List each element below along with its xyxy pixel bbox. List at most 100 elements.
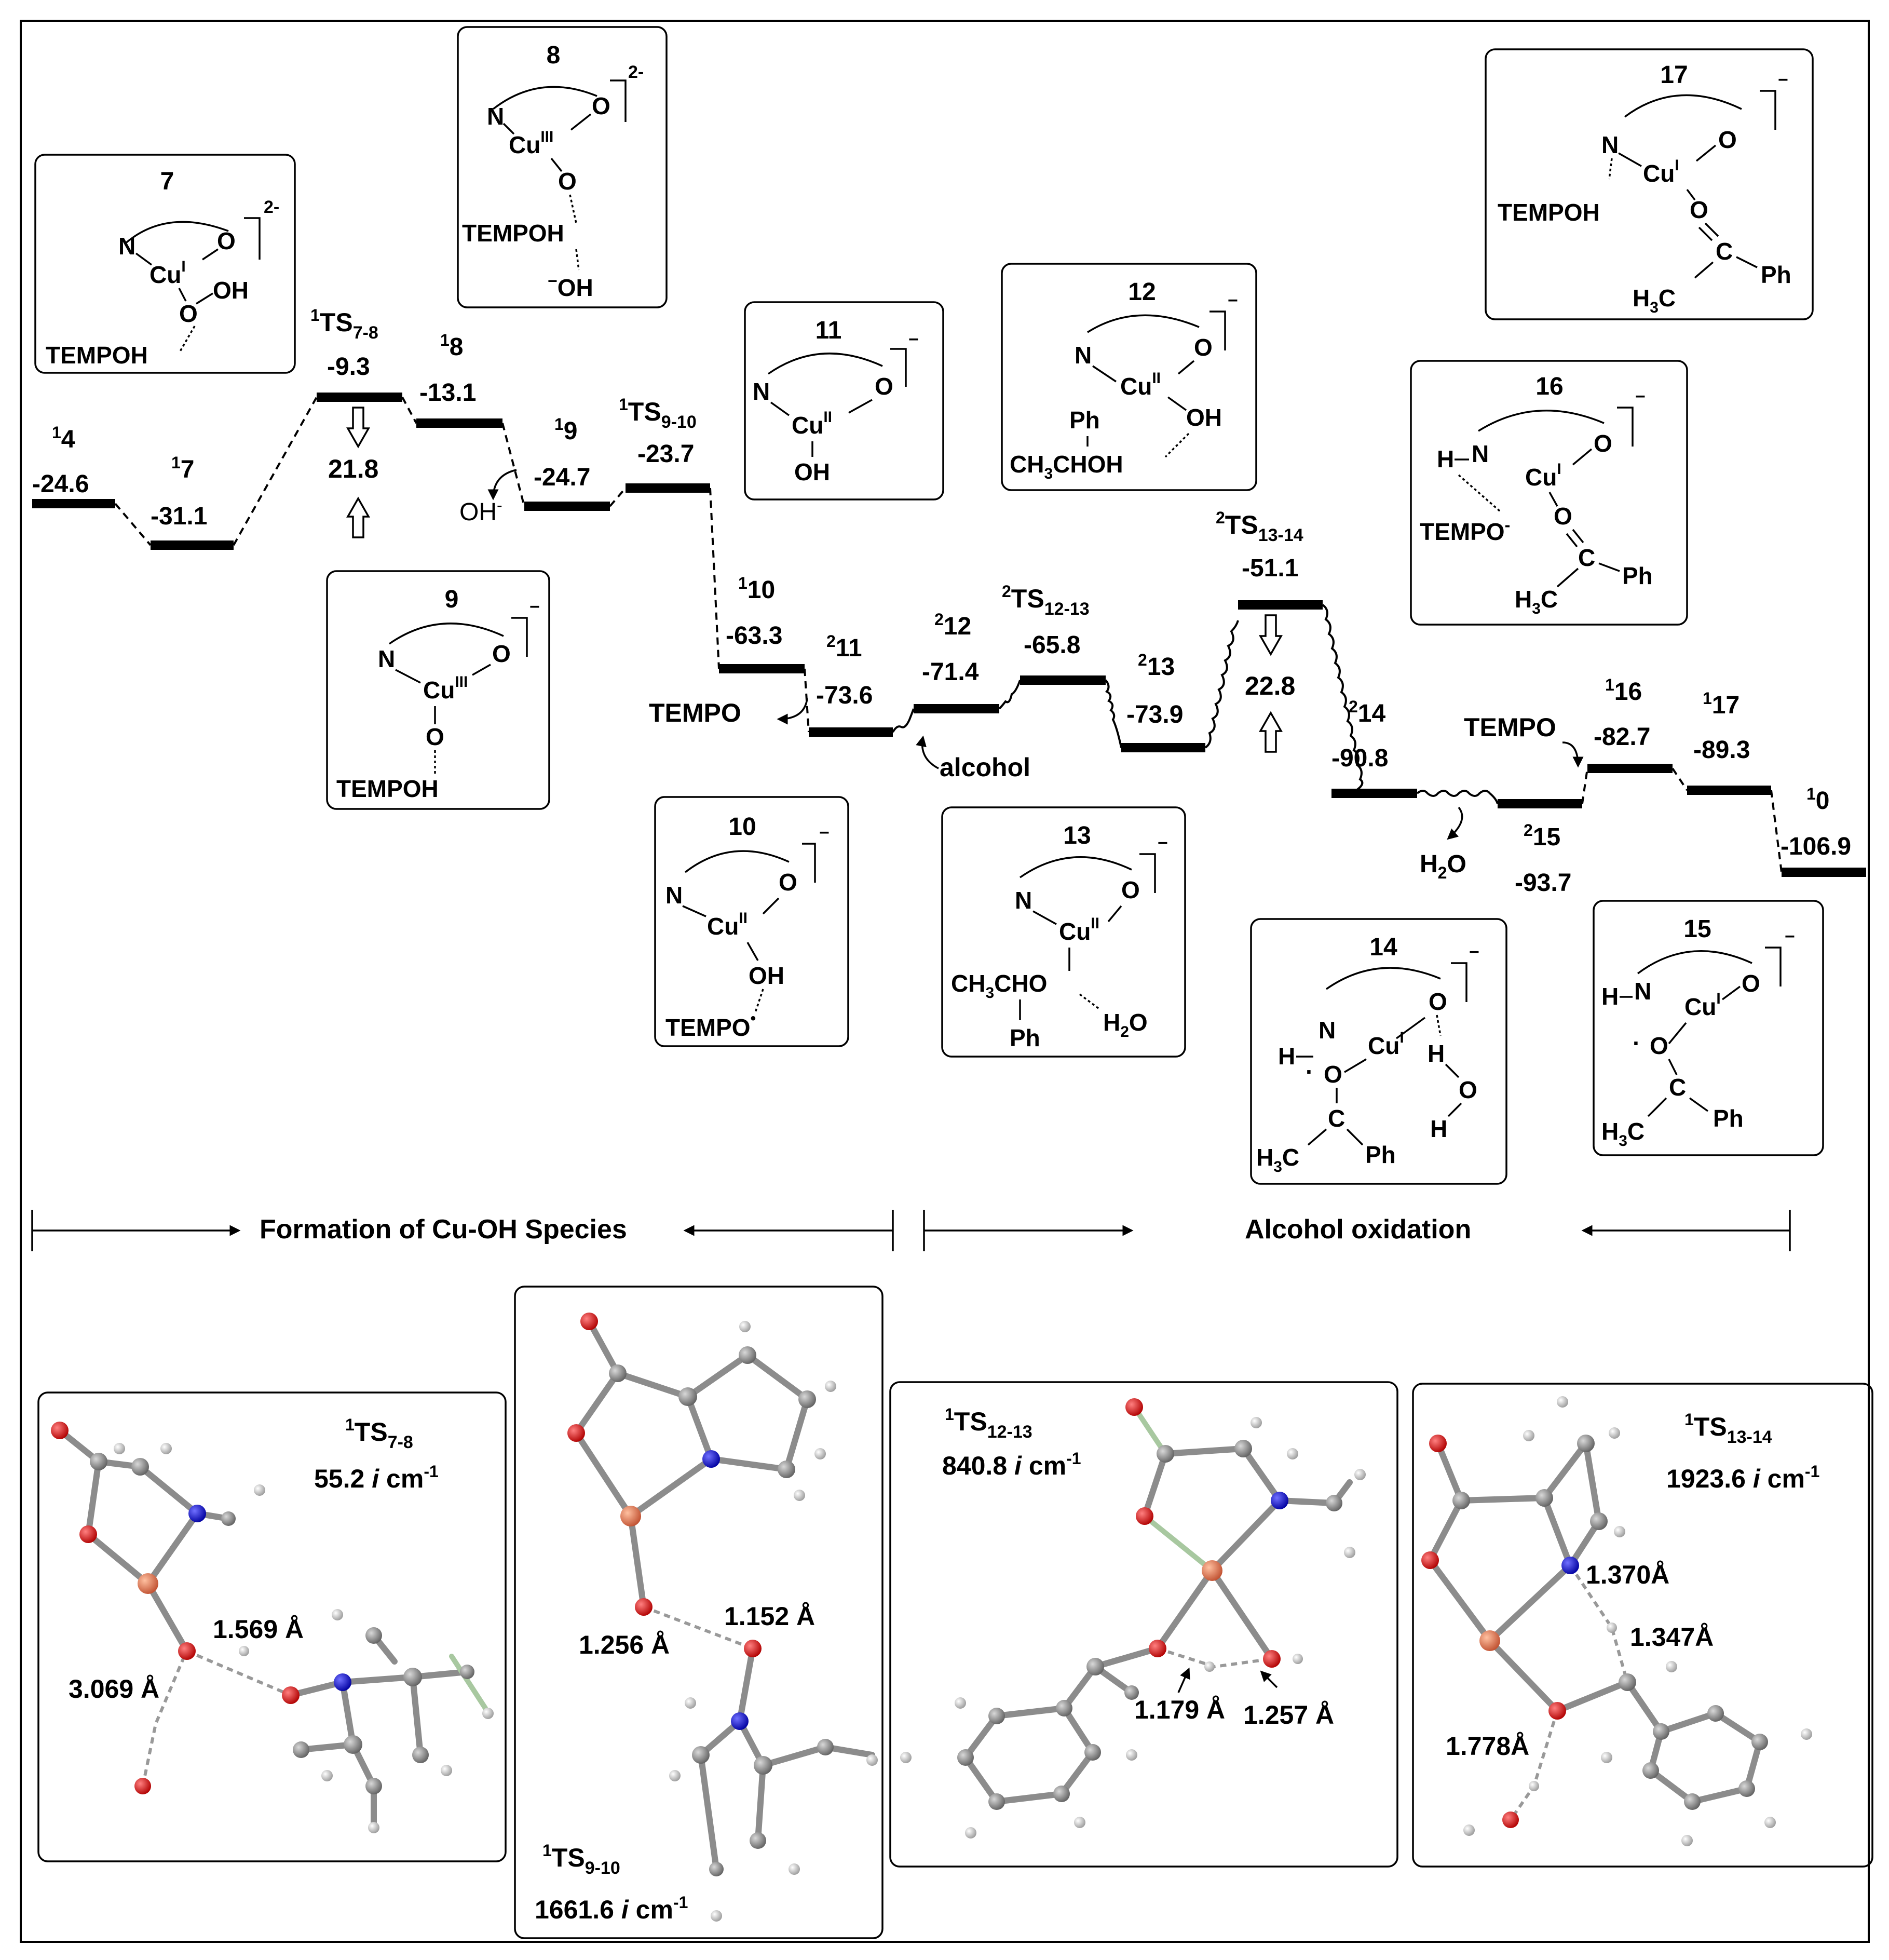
- svg-text:1.569 Å: 1.569 Å: [213, 1615, 304, 1644]
- svg-text:O: O: [426, 723, 444, 750]
- label-17: 117: [1703, 689, 1739, 719]
- svg-text:C: C: [1716, 238, 1733, 265]
- barrier-1: 21.8: [328, 454, 378, 483]
- level-labels: 14 -24.6 17 -31.1 1TS7-8 -9.3 18 -13.1 1…: [32, 306, 1851, 897]
- svg-text:N: N: [1015, 887, 1032, 914]
- oh-label: OH-: [459, 496, 502, 526]
- oh-release-arrow-icon: [487, 469, 517, 501]
- geometry-ts78: 1TS7-8 55.2 i cm-1: [37, 1391, 507, 1862]
- energy-15: -93.7: [1515, 869, 1571, 897]
- svg-text:CuII: CuII: [792, 409, 832, 439]
- svg-text:N: N: [1319, 1017, 1336, 1044]
- svg-text:H2O: H2O: [1103, 1009, 1148, 1040]
- structure-17: 17 − N O CuI TEMPOH O C H3C Ph: [1485, 48, 1814, 320]
- svg-text:2-: 2-: [628, 62, 644, 82]
- svg-text:H3C: H3C: [1601, 1118, 1645, 1150]
- svg-text:1.256 Å: 1.256 Å: [579, 1630, 670, 1659]
- svg-text:1TS12-13: 1TS12-13: [945, 1405, 1032, 1442]
- svg-text:CuII: CuII: [1120, 370, 1161, 400]
- svg-text:840.8 i cm-1: 840.8 i cm-1: [942, 1449, 1081, 1480]
- label-0: 10: [1806, 785, 1830, 815]
- label-8: 18: [440, 331, 464, 361]
- label-9: 19: [554, 415, 578, 445]
- label-ts910: 1TS9-10: [619, 395, 697, 432]
- svg-text:−: −: [529, 597, 540, 617]
- svg-text:O: O: [1650, 1032, 1668, 1059]
- copper-atom-icon: [138, 1573, 158, 1594]
- svg-text:O: O: [1594, 430, 1612, 457]
- svg-text:Ph: Ph: [1365, 1141, 1396, 1168]
- oxygen-atom-icon: [51, 1422, 69, 1439]
- structure-10: 10 − N O CuII OH TEMPO•: [654, 796, 849, 1047]
- svg-text:O: O: [779, 869, 797, 896]
- svg-text:12: 12: [1128, 278, 1156, 306]
- energy-ts910: -23.7: [637, 440, 694, 468]
- energy-12: -71.4: [922, 658, 979, 686]
- svg-text:2-: 2-: [264, 197, 279, 217]
- svg-text:55.2 i cm-1: 55.2 i cm-1: [314, 1462, 439, 1493]
- svg-text:1.347Å: 1.347Å: [1630, 1623, 1714, 1652]
- svg-text:H3C: H3C: [1633, 285, 1676, 316]
- label-ts1213: 2TS12-13: [1002, 582, 1090, 619]
- svg-text:N: N: [1075, 342, 1092, 369]
- structure-12: 12 − N O CuII OH Ph CH3CHOH: [1001, 263, 1257, 491]
- energy-14: -90.8: [1331, 745, 1388, 772]
- svg-text:Ph: Ph: [1761, 261, 1791, 288]
- section-right-title: Alcohol oxidation: [1245, 1214, 1471, 1245]
- svg-text:CH3CHO: CH3CHO: [951, 970, 1047, 1002]
- svg-text:O: O: [875, 373, 893, 400]
- structure-15: 15 − H N O CuI · O C H3C Ph: [1593, 900, 1824, 1156]
- energy-11: -73.6: [816, 682, 873, 709]
- svg-text:O: O: [1742, 970, 1760, 997]
- svg-text:OH: OH: [1186, 404, 1222, 431]
- svg-text:Ph: Ph: [1622, 562, 1653, 589]
- svg-text:O: O: [492, 640, 511, 667]
- energy-7: -31.1: [151, 503, 207, 530]
- svg-text:N: N: [1634, 978, 1651, 1005]
- svg-text:·: ·: [1633, 1030, 1640, 1057]
- up-arrow-icon: [346, 496, 371, 538]
- svg-text:CH3CHOH: CH3CHOH: [1010, 451, 1123, 482]
- svg-text:9: 9: [445, 586, 459, 613]
- energy-levels: [32, 393, 1866, 877]
- svg-text:−: −: [1778, 70, 1788, 90]
- svg-text:O: O: [1121, 876, 1140, 903]
- svg-text:O: O: [1429, 988, 1447, 1015]
- svg-text:1.179 Å: 1.179 Å: [1134, 1695, 1225, 1724]
- tempo-in-label: TEMPO: [1464, 713, 1556, 742]
- svg-text:CuI: CuI: [1684, 990, 1721, 1020]
- svg-text:CuII: CuII: [1059, 915, 1099, 945]
- svg-text:1TS9-10: 1TS9-10: [542, 1841, 620, 1878]
- structure-16: 16 − H N O CuI TEMPO- O C H3C Ph: [1410, 360, 1688, 626]
- svg-text:O: O: [1194, 334, 1213, 361]
- energy-8: -13.1: [419, 379, 476, 407]
- energy-ts78: -9.3: [327, 353, 370, 381]
- svg-text:O: O: [1690, 196, 1708, 223]
- energy-9: -24.7: [534, 464, 590, 491]
- energy-ts1213: -65.8: [1024, 631, 1080, 659]
- svg-text:TEMPOH: TEMPOH: [336, 775, 439, 802]
- label-16: 116: [1605, 675, 1642, 706]
- svg-text:1.370Å: 1.370Å: [1586, 1560, 1669, 1589]
- figure-frame: [20, 20, 1870, 1943]
- label-ts78: 1TS7-8: [310, 306, 378, 343]
- level-connectors: [114, 397, 1783, 873]
- structure-8: 8 2- N O CuIII O TEMPOH −OH: [457, 26, 668, 308]
- svg-text:15: 15: [1683, 915, 1711, 943]
- energy-ts1314: -51.1: [1242, 555, 1298, 582]
- structure-7: 7 2- N O CuI O OH TEMPOH: [34, 154, 296, 374]
- alcohol-label: alcohol: [940, 753, 1030, 782]
- svg-text:C: C: [1328, 1105, 1345, 1132]
- svg-text:7: 7: [160, 168, 174, 195]
- tempo-release-arrow-icon: [777, 698, 808, 725]
- svg-text:OH: OH: [794, 458, 830, 485]
- structure-11: 11 − N O CuII OH: [744, 301, 944, 501]
- svg-text:1.152 Å: 1.152 Å: [724, 1602, 815, 1631]
- svg-text:1923.6 i cm-1: 1923.6 i cm-1: [1666, 1462, 1819, 1493]
- svg-text:CuI: CuI: [1643, 157, 1679, 187]
- svg-text:13: 13: [1063, 822, 1091, 849]
- svg-text:C: C: [1669, 1074, 1686, 1101]
- svg-text:N: N: [1601, 131, 1619, 158]
- structure-13: 13 − N O CuII CH3CHO Ph H2O: [941, 806, 1186, 1058]
- svg-text:10: 10: [728, 813, 756, 841]
